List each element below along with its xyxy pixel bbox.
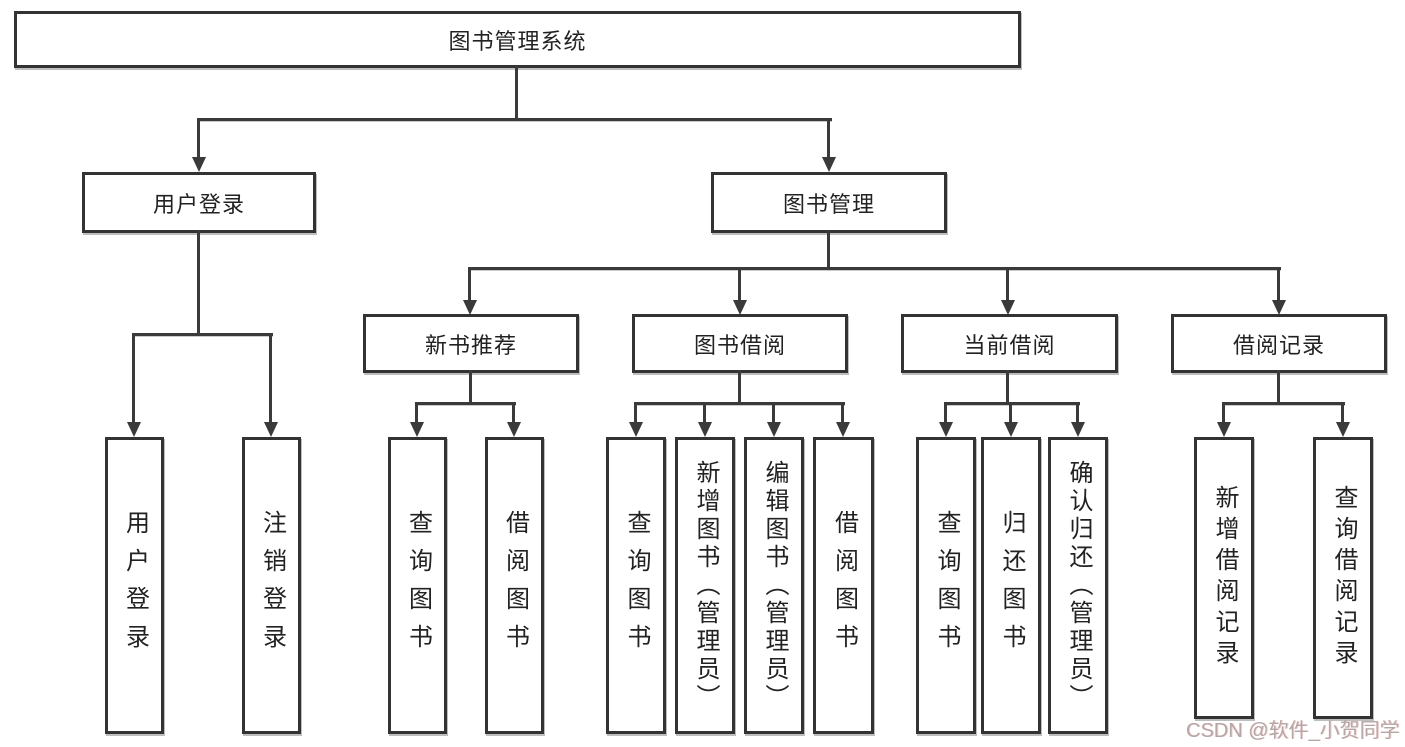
connector-drop-cb-return <box>1009 402 1012 423</box>
leaf-br-query-label: 查询借阅记录 <box>1330 485 1357 671</box>
arrow-to-cb-query <box>939 422 953 437</box>
leaf-cb-query-label: 查询图书 <box>933 509 960 662</box>
leaf-bb-edit-label: 编辑图书（管理员） <box>761 459 788 712</box>
connector-drop-book-mgmt <box>827 118 830 158</box>
connector-drop-borrow-record <box>1277 267 1280 303</box>
arrow-to-user-login-leaf <box>127 422 141 437</box>
connector-current-borrow-trunk <box>1006 370 1009 404</box>
leaf-bb-edit-books-admin: 编辑图书（管理员） <box>744 437 804 734</box>
leaf-user-login-label: 用户登录 <box>121 509 149 662</box>
node-root-label: 图书管理系统 <box>448 28 587 54</box>
node-current-borrow-label: 当前借阅 <box>963 332 1056 358</box>
connector-current-borrow-bar <box>944 402 1080 405</box>
arrow-to-cb-confirm <box>1071 422 1085 437</box>
leaf-bb-add-books-admin: 新增图书（管理员） <box>675 437 735 734</box>
leaf-br-query-record: 查询借阅记录 <box>1313 437 1373 719</box>
leaf-br-add-label: 新增借阅记录 <box>1211 485 1238 671</box>
leaf-user-login: 用户登录 <box>105 437 164 734</box>
connector-book-mgmt-trunk <box>827 230 830 270</box>
leaf-logout: 注销登录 <box>242 437 301 734</box>
csdn-watermark: CSDN @软件_小贺同学 <box>1186 720 1400 742</box>
leaf-nb-query-books: 查询图书 <box>388 437 447 734</box>
connector-book-borrow-bar <box>634 402 845 405</box>
connector-drop-bb-add <box>703 402 706 423</box>
node-borrow-record: 借阅记录 <box>1171 314 1387 373</box>
arrow-to-br-add <box>1217 422 1231 437</box>
node-book-borrow-label: 图书借阅 <box>693 332 786 358</box>
node-user-login: 用户登录 <box>82 172 316 233</box>
node-book-borrow: 图书借阅 <box>632 314 848 373</box>
arrow-to-bb-borrow <box>836 422 850 437</box>
node-borrow-record-label: 借阅记录 <box>1232 332 1325 358</box>
connector-drop-br-query <box>1341 402 1344 423</box>
connector-drop-cb-confirm <box>1076 402 1079 423</box>
leaf-nb-query-label: 查询图书 <box>404 509 432 662</box>
connector-new-book-trunk <box>469 370 472 404</box>
connector-new-book-bar <box>415 402 516 405</box>
connector-drop-user-login <box>197 118 200 158</box>
leaf-br-add-record: 新增借阅记录 <box>1194 437 1254 719</box>
connector-drop-user-login-leaf <box>132 333 135 423</box>
arrow-to-current-borrow <box>1001 300 1015 315</box>
connector-drop-nb-borrow <box>512 402 515 423</box>
node-user-login-label: 用户登录 <box>152 191 245 217</box>
arrow-to-book-borrow <box>733 300 747 315</box>
node-book-mgmt: 图书管理 <box>711 172 947 233</box>
connector-drop-logout <box>269 333 272 423</box>
leaf-logout-label: 注销登录 <box>258 509 286 662</box>
leaf-bb-borrow-label: 借阅图书 <box>830 509 858 662</box>
arrow-to-bb-edit <box>767 422 781 437</box>
connector-drop-bb-borrow <box>841 402 844 423</box>
leaf-cb-confirm-label: 确认归还（管理员） <box>1065 459 1092 712</box>
connector-level1-bar <box>197 118 832 121</box>
connector-drop-cb-query <box>944 402 947 423</box>
connector-borrow-record-bar <box>1222 402 1345 405</box>
connector-root-trunk <box>515 66 518 120</box>
node-book-mgmt-label: 图书管理 <box>782 191 875 217</box>
connector-user-login-bar <box>132 333 273 336</box>
connector-drop-book-borrow <box>738 267 741 303</box>
node-current-borrow: 当前借阅 <box>901 314 1118 373</box>
arrow-to-bb-add <box>698 422 712 437</box>
leaf-bb-query-books: 查询图书 <box>606 437 666 734</box>
connector-drop-bb-edit <box>772 402 775 423</box>
connector-drop-bb-query <box>634 402 637 423</box>
arrow-to-bb-query <box>629 422 643 437</box>
arrow-to-book-mgmt <box>822 157 836 172</box>
arrow-to-nb-query <box>410 422 424 437</box>
connector-book-borrow-trunk <box>738 370 741 404</box>
leaf-cb-return-books: 归还图书 <box>981 437 1041 734</box>
connector-drop-new-book <box>468 267 471 303</box>
leaf-cb-query-books: 查询图书 <box>916 437 976 734</box>
arrow-to-borrow-record <box>1272 300 1286 315</box>
connector-user-login-trunk <box>197 230 200 335</box>
node-root-library-system: 图书管理系统 <box>14 11 1021 68</box>
leaf-cb-return-label: 归还图书 <box>998 509 1025 662</box>
arrow-to-new-book <box>463 300 477 315</box>
arrow-to-user-login <box>192 157 206 172</box>
leaf-cb-confirm-return-admin: 确认归还（管理员） <box>1048 437 1108 734</box>
connector-drop-br-add <box>1222 402 1225 423</box>
leaf-bb-add-label: 新增图书（管理员） <box>692 459 719 712</box>
arrow-to-br-query <box>1336 422 1350 437</box>
connector-level2-bar <box>468 267 1281 270</box>
leaf-nb-borrow-books: 借阅图书 <box>485 437 544 734</box>
node-new-book-rec-label: 新书推荐 <box>424 332 517 358</box>
leaf-bb-query-label: 查询图书 <box>623 509 650 662</box>
arrow-to-cb-return <box>1004 422 1018 437</box>
arrow-to-logout <box>264 422 278 437</box>
arrow-to-nb-borrow <box>507 422 521 437</box>
leaf-bb-borrow-books: 借阅图书 <box>813 437 874 734</box>
node-new-book-rec: 新书推荐 <box>363 314 579 373</box>
leaf-nb-borrow-label: 借阅图书 <box>501 509 529 662</box>
connector-drop-nb-query <box>415 402 418 423</box>
connector-borrow-record-trunk <box>1277 370 1280 404</box>
connector-drop-current-borrow <box>1006 267 1009 303</box>
